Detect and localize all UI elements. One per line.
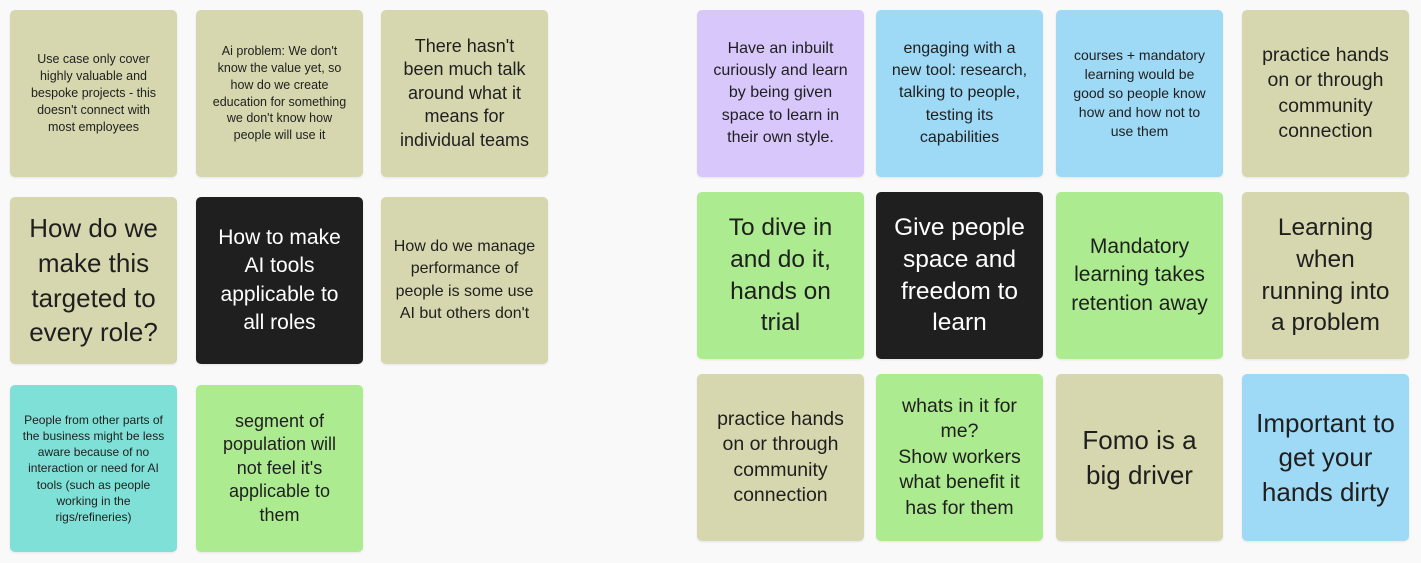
sticky-note-mandatory-retention[interactable]: Mandatory learning takes retention away [1056,192,1223,359]
sticky-note-text: whats in it for me? Show workers what be… [898,395,1021,519]
sticky-note-whats-in-it[interactable]: whats in it for me? Show workers what be… [876,374,1043,541]
sticky-note-text: Fomo is a big driver [1082,424,1197,490]
sticky-note-text: How to make AI tools applicable to all r… [218,225,341,334]
sticky-note-inbuilt-curiosity[interactable]: Have an inbuilt curiously and learn by b… [697,10,864,177]
sticky-note-learning-problem[interactable]: Learning when running into a problem [1242,192,1409,359]
sticky-note-practice-hands-on-1[interactable]: practice hands on or through community c… [1242,10,1409,177]
sticky-note-space-freedom[interactable]: Give people space and freedom to learn [876,192,1043,359]
sticky-note-use-case[interactable]: Use case only cover highly valuable and … [10,10,177,177]
sticky-note-text: To dive in and do it, hands on trial [728,213,833,337]
sticky-note-applicable-roles[interactable]: How to make AI tools applicable to all r… [196,197,363,364]
sticky-note-text: courses + mandatory learning would be go… [1073,47,1206,139]
sticky-note-text: How do we make this targeted to every ro… [29,213,158,348]
sticky-note-text: How do we manage performance of people i… [393,237,536,322]
sticky-note-individual-teams[interactable]: There hasn't been much talk around what … [381,10,548,177]
sticky-note-text: segment of population will not feel it's… [222,411,337,525]
sticky-note-engaging-tool[interactable]: engaging with a new tool: research, talk… [876,10,1043,177]
sticky-note-practice-hands-on-2[interactable]: practice hands on or through community c… [697,374,864,541]
sticky-note-text: Give people space and freedom to learn [894,213,1025,337]
sticky-note-manage-performance[interactable]: How do we manage performance of people i… [381,197,548,364]
sticky-note-text: Important to get your hands dirty [1256,407,1395,507]
sticky-note-dive-in[interactable]: To dive in and do it, hands on trial [697,192,864,359]
sticky-note-text: Use case only cover highly valuable and … [30,52,157,134]
sticky-note-hands-dirty[interactable]: Important to get your hands dirty [1242,374,1409,541]
sticky-note-text: practice hands on or through community c… [1262,43,1389,142]
sticky-note-text: engaging with a new tool: research, talk… [891,39,1028,147]
sticky-note-text: practice hands on or through community c… [717,407,844,506]
sticky-note-targeted-role[interactable]: How do we make this targeted to every ro… [10,197,177,364]
sticky-note-text: There hasn't been much talk around what … [399,36,530,150]
sticky-note-text: Mandatory learning takes retention away [1071,234,1208,315]
sticky-note-courses-mandatory[interactable]: courses + mandatory learning would be go… [1056,10,1223,177]
sticky-note-text: Ai problem: We don't know the value yet,… [212,43,347,143]
sticky-note-ai-problem[interactable]: Ai problem: We don't know the value yet,… [196,10,363,177]
sticky-note-less-aware[interactable]: People from other parts of the business … [10,385,177,552]
sticky-note-text: Have an inbuilt curiously and learn by b… [713,39,848,147]
sticky-note-segment-population[interactable]: segment of population will not feel it's… [196,385,363,552]
sticky-note-text: People from other parts of the business … [22,412,165,524]
sticky-note-text: Learning when running into a problem [1261,213,1390,337]
sticky-note-fomo[interactable]: Fomo is a big driver [1056,374,1223,541]
